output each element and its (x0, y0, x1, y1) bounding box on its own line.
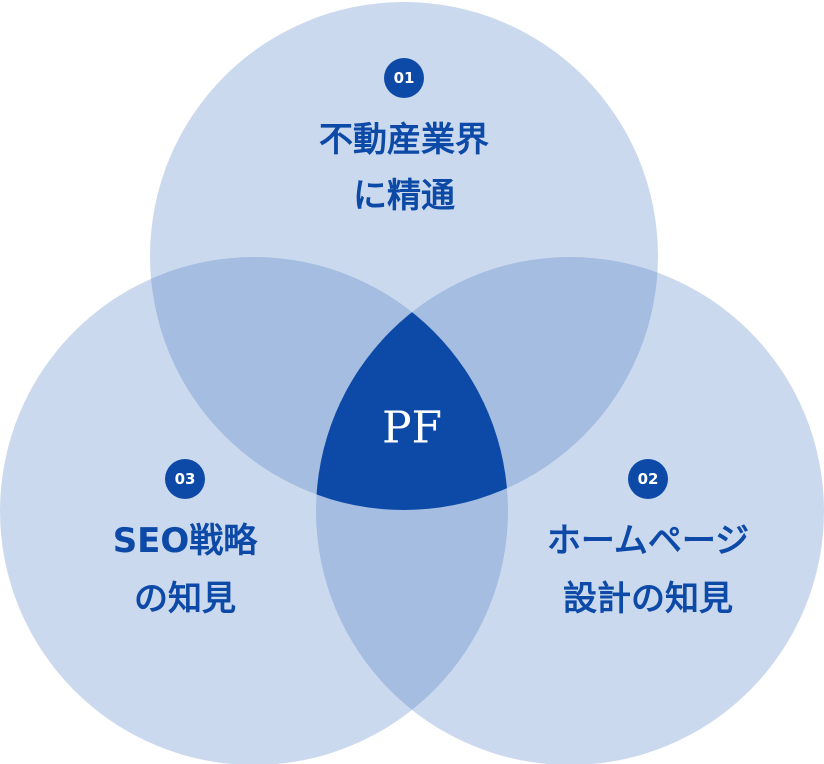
item-seo-strategy: 03 SEO戦略 の知見 (113, 459, 259, 619)
item-label-line-2: の知見 (134, 579, 236, 619)
item-homepage-design: 02 ホームページ 設計の知見 (547, 459, 749, 619)
number-label: 03 (175, 470, 196, 488)
number-badge (628, 459, 668, 499)
item-label-line-1: 不動産業界 (319, 120, 489, 160)
number-badge (384, 58, 424, 98)
item-label-line-1: SEO戦略 (113, 521, 259, 561)
number-label: 01 (394, 69, 415, 87)
pf-logo: PF (382, 403, 442, 454)
item-real-estate: 01 不動産業界 に精通 (319, 58, 489, 216)
item-label-line-2: 設計の知見 (563, 579, 733, 619)
pf-logo-icon: PF (382, 403, 442, 454)
center-overlap (316, 257, 508, 510)
number-badge (165, 459, 205, 499)
item-label-line-1: ホームページ (547, 521, 749, 561)
number-label: 02 (638, 470, 659, 488)
item-label-line-2: に精通 (353, 176, 455, 216)
